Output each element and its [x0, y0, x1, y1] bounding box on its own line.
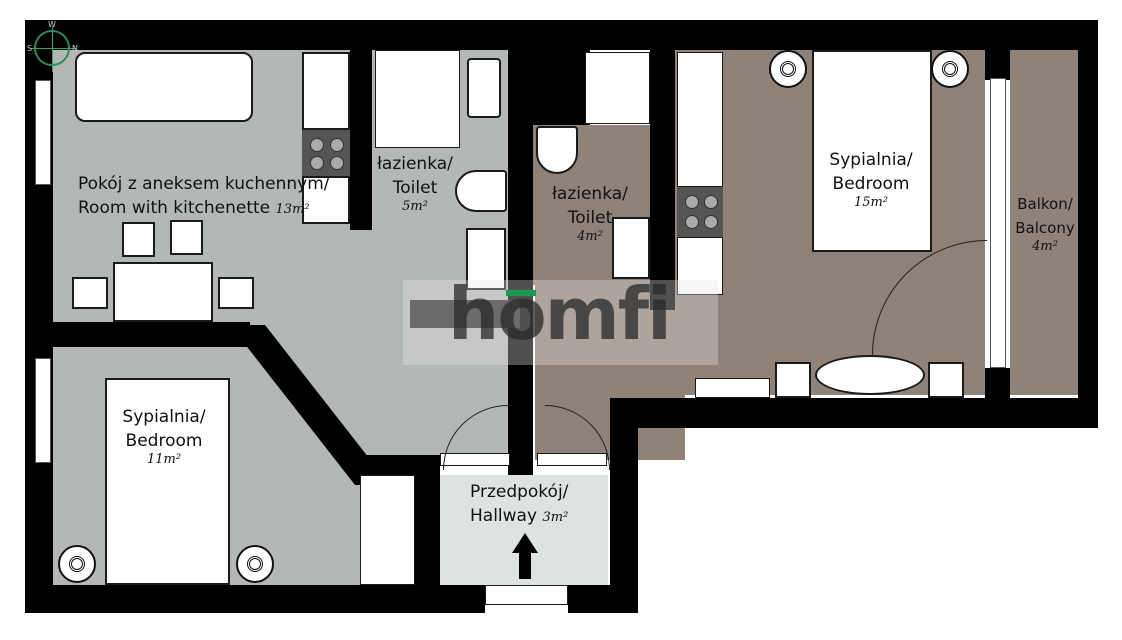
chair — [170, 220, 203, 255]
nightstand-lamp-icon — [931, 50, 969, 88]
room-name-en: Room with kitchenette — [78, 198, 271, 218]
entrance-door-frame — [485, 585, 568, 605]
chair — [928, 362, 964, 398]
kitchen-counter-2 — [302, 176, 350, 224]
room-name-en: Hallway — [470, 506, 538, 526]
wall-toilet4-top — [530, 20, 590, 125]
room-area: 11m² — [146, 452, 182, 467]
wardrobe — [360, 475, 415, 585]
room-name-pl: Przedpokój/ — [470, 482, 569, 502]
wall-bottom-hall — [568, 585, 638, 613]
arrow-up-icon — [512, 533, 538, 579]
kitchen-hob-1 — [302, 130, 350, 176]
room-label-toilet-4: łazienka/ Toilet 4m² — [545, 182, 635, 244]
kitchen-hob-2 — [677, 187, 723, 237]
wall-living-bedroom — [25, 322, 250, 347]
sink-2 — [612, 217, 650, 279]
room-area: 5m² — [402, 199, 428, 214]
wall-toilet-toilet — [508, 20, 533, 475]
window-living — [35, 80, 51, 185]
wall-toilet4-right — [650, 20, 675, 310]
room-name-en: Balcony — [1015, 219, 1075, 237]
room-label-bedroom-large: Sypialnia/ Bedroom 15m² — [828, 148, 914, 210]
compass-label-n: N — [72, 44, 78, 53]
shower-2 — [585, 52, 650, 124]
compass-label-w: W — [48, 20, 56, 29]
room-name-en: Bedroom — [125, 431, 203, 451]
floor-balcony — [1010, 50, 1078, 395]
shower-1 — [375, 50, 460, 148]
wall-right — [1078, 20, 1098, 428]
chair — [122, 222, 155, 257]
toilet-bowl-1 — [455, 170, 507, 212]
nightstand-lamp-icon — [236, 545, 274, 583]
wall-bottom-right — [610, 398, 1098, 428]
room-name-en: Toilet — [567, 208, 613, 228]
toilet-bowl-2 — [536, 126, 578, 174]
nightstand-lamp-icon — [769, 50, 807, 88]
chair — [775, 362, 811, 398]
room-label-balcony: Balkon/ Balcony 4m² — [1010, 192, 1080, 254]
round-table — [815, 355, 925, 395]
watermark-logo: homfi — [403, 272, 718, 365]
low-cabinet — [695, 378, 770, 398]
kitchen-counter-4 — [677, 237, 723, 295]
room-area: 4m² — [1032, 239, 1058, 254]
chair — [72, 277, 108, 309]
wall-bedroom-balcony — [985, 20, 1010, 80]
bed-large — [812, 50, 932, 252]
room-label-living: Pokój z aneksem kuchennym/ Room with kit… — [78, 172, 330, 222]
wall-bottom-left — [25, 585, 485, 613]
compass-icon — [30, 26, 76, 72]
watermark-text: homfi — [448, 272, 672, 356]
room-label-bedroom-small: Sypialnia/ Bedroom 11m² — [118, 405, 210, 467]
wall-hall-left — [415, 455, 440, 613]
wall-bedroom-balcony-low — [985, 368, 1010, 403]
sofa — [75, 52, 253, 122]
room-name-pl: Sypialnia/ — [829, 150, 913, 170]
watermark-accent — [506, 290, 536, 296]
room-name-en: Bedroom — [832, 174, 910, 194]
room-name-pl: łazienka/ — [552, 184, 628, 204]
room-name-pl: łazienka/ — [377, 154, 453, 174]
room-area: 4m² — [577, 229, 603, 244]
wall-kitchen-toilet — [350, 20, 372, 230]
nightstand-lamp-icon — [58, 545, 96, 583]
wall-bottom-right-step — [610, 398, 638, 613]
room-name-pl: Balkon/ — [1017, 195, 1073, 213]
room-area: 3m² — [542, 510, 569, 525]
compass-label-s: S — [27, 44, 33, 53]
window-balcony-door — [990, 78, 1006, 368]
bed-small — [105, 378, 230, 585]
chair — [218, 277, 254, 309]
room-name-pl: Sypialnia/ — [122, 407, 206, 427]
room-name-pl: Pokój z aneksem kuchennym/ — [78, 174, 330, 194]
sink-1 — [466, 228, 506, 290]
wall-diag-2 — [410, 300, 520, 328]
room-area: 15m² — [853, 195, 889, 210]
dining-table — [113, 262, 213, 322]
kitchen-counter-3 — [677, 52, 723, 187]
room-label-toilet-5: łazienka/ Toilet 5m² — [375, 152, 455, 214]
bathroom-cabinet — [467, 58, 501, 118]
room-name-en: Toilet — [392, 178, 438, 198]
room-label-hallway: Przedpokój/ Hallway 3m² — [470, 480, 568, 530]
kitchen-counter-1 — [302, 52, 350, 130]
room-area: 13m² — [275, 202, 310, 217]
window-bedroom-small — [35, 358, 51, 463]
